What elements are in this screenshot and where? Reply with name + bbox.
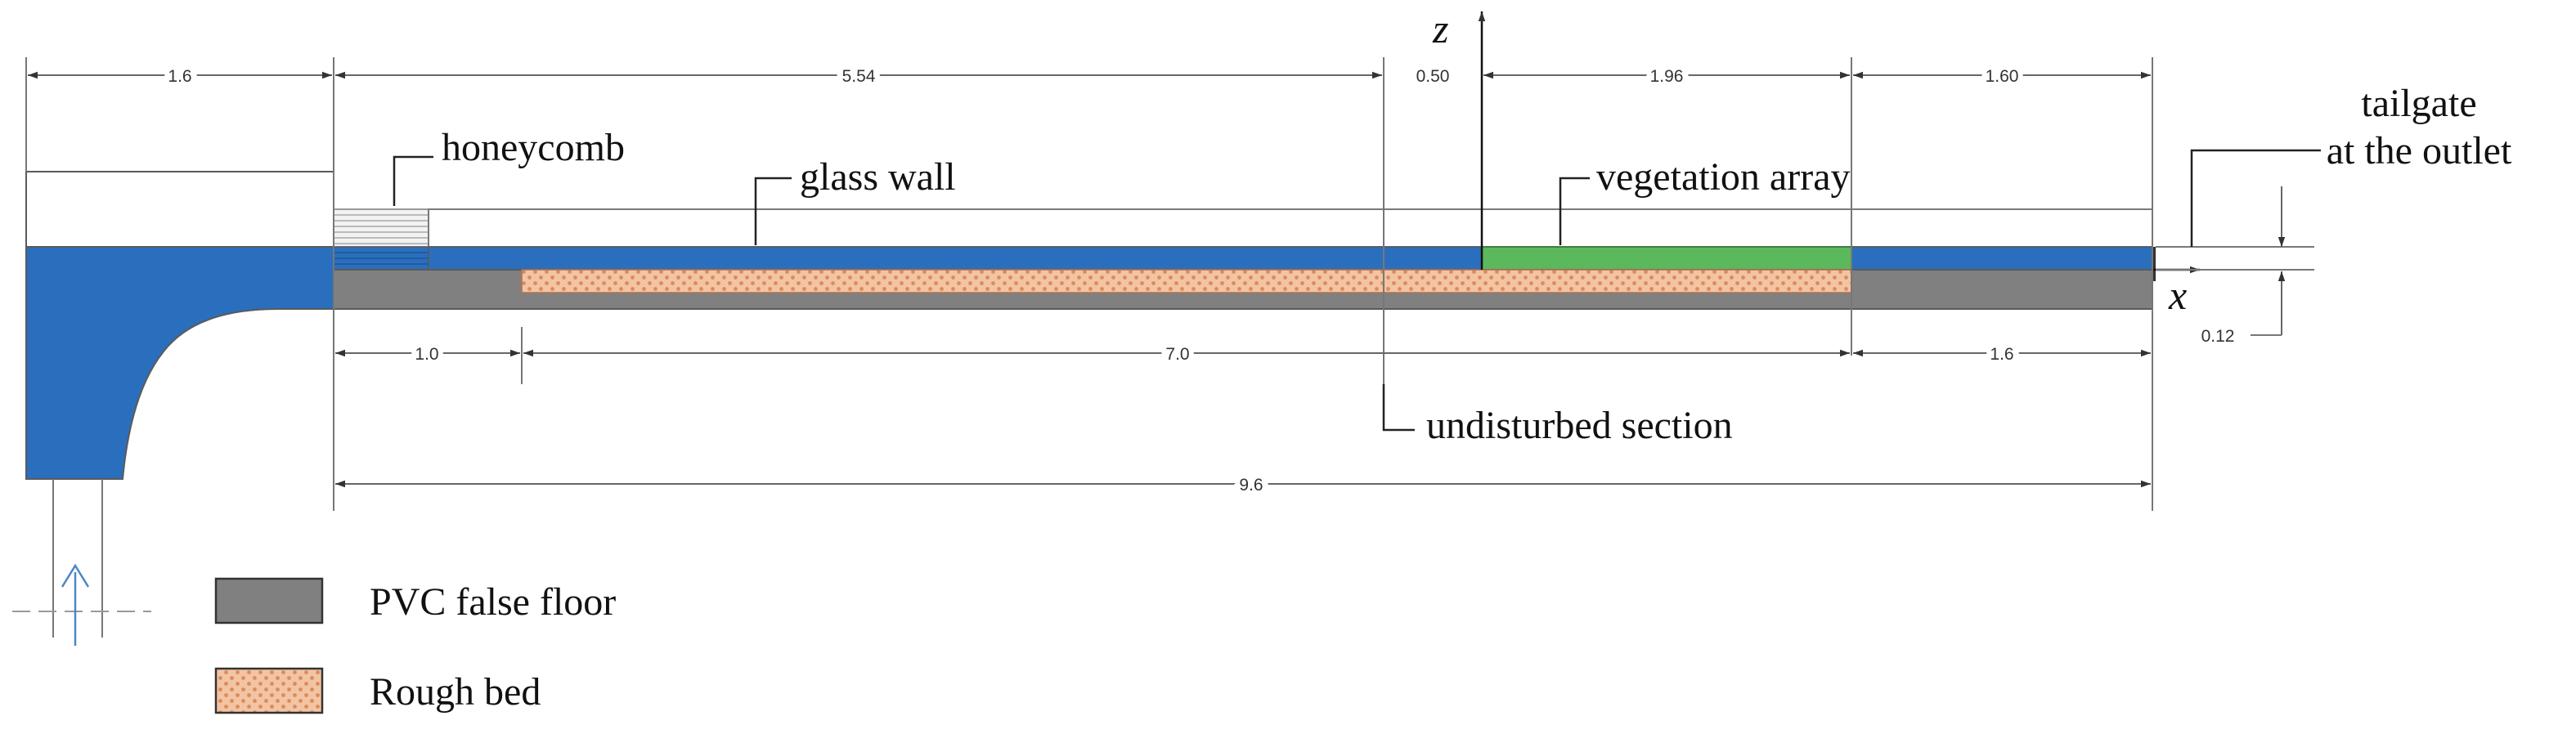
channel <box>333 172 2156 310</box>
legend-label-rough-bed: Rough bed <box>370 670 541 714</box>
x-axis-label: x <box>2168 272 2187 318</box>
dimension-height: 0.12 <box>2201 327 2235 346</box>
vegetation-array <box>1481 246 1852 271</box>
rough-bed <box>521 269 1852 293</box>
dimensions-bottom: 1.0 7.0 1.6 9.6 <box>335 340 2151 499</box>
dimensions-top: 1.6 5.54 0.50 1.96 1.60 <box>28 62 2151 91</box>
honeycomb <box>333 208 429 271</box>
legend-label-pvc-floor: PVC false floor <box>370 580 616 624</box>
inlet-tank <box>12 171 334 646</box>
legend-swatch-rough-bed <box>214 667 324 714</box>
inlet-tank-air <box>25 171 334 248</box>
vegetation-array-label: vegetation array <box>1596 155 1851 199</box>
dimension-bottom-3: 1.6 <box>1990 345 2013 364</box>
honeycomb-label: honeycomb <box>442 126 625 169</box>
legend: PVC false floor Rough bed <box>214 577 616 714</box>
dimension-top-3: 0.50 <box>1416 67 1450 86</box>
legend-swatch-pvc-floor <box>214 577 324 624</box>
callouts: honeycomb glass wall vegetation array ta… <box>393 82 2512 447</box>
dimension-bottom-2: 7.0 <box>1165 345 1189 364</box>
z-axis-label: z <box>1432 6 1448 51</box>
dimension-top-2: 5.54 <box>842 67 876 86</box>
inlet-tank-water <box>25 246 334 480</box>
dimension-top-4: 1.96 <box>1650 67 1684 86</box>
dimension-water-depth: 0.12 <box>2201 186 2286 346</box>
tailgate <box>2152 247 2156 281</box>
undisturbed-section-label: undisturbed section <box>1426 404 1733 447</box>
dimension-bottom-1: 1.0 <box>415 345 438 364</box>
glass-wall-label: glass wall <box>800 155 956 199</box>
dimension-top-1: 1.6 <box>168 67 191 86</box>
water-flow <box>428 246 2153 271</box>
tailgate-outlet-label: at the outlet <box>2327 129 2512 172</box>
dimension-total: 9.6 <box>1239 476 1263 495</box>
extension-lines <box>25 57 2314 511</box>
dimension-top-5: 1.60 <box>1986 67 2019 86</box>
glass-wall <box>428 208 2153 248</box>
tailgate-label: tailgate <box>2361 82 2476 125</box>
inflow-arrow-icon <box>61 563 90 646</box>
